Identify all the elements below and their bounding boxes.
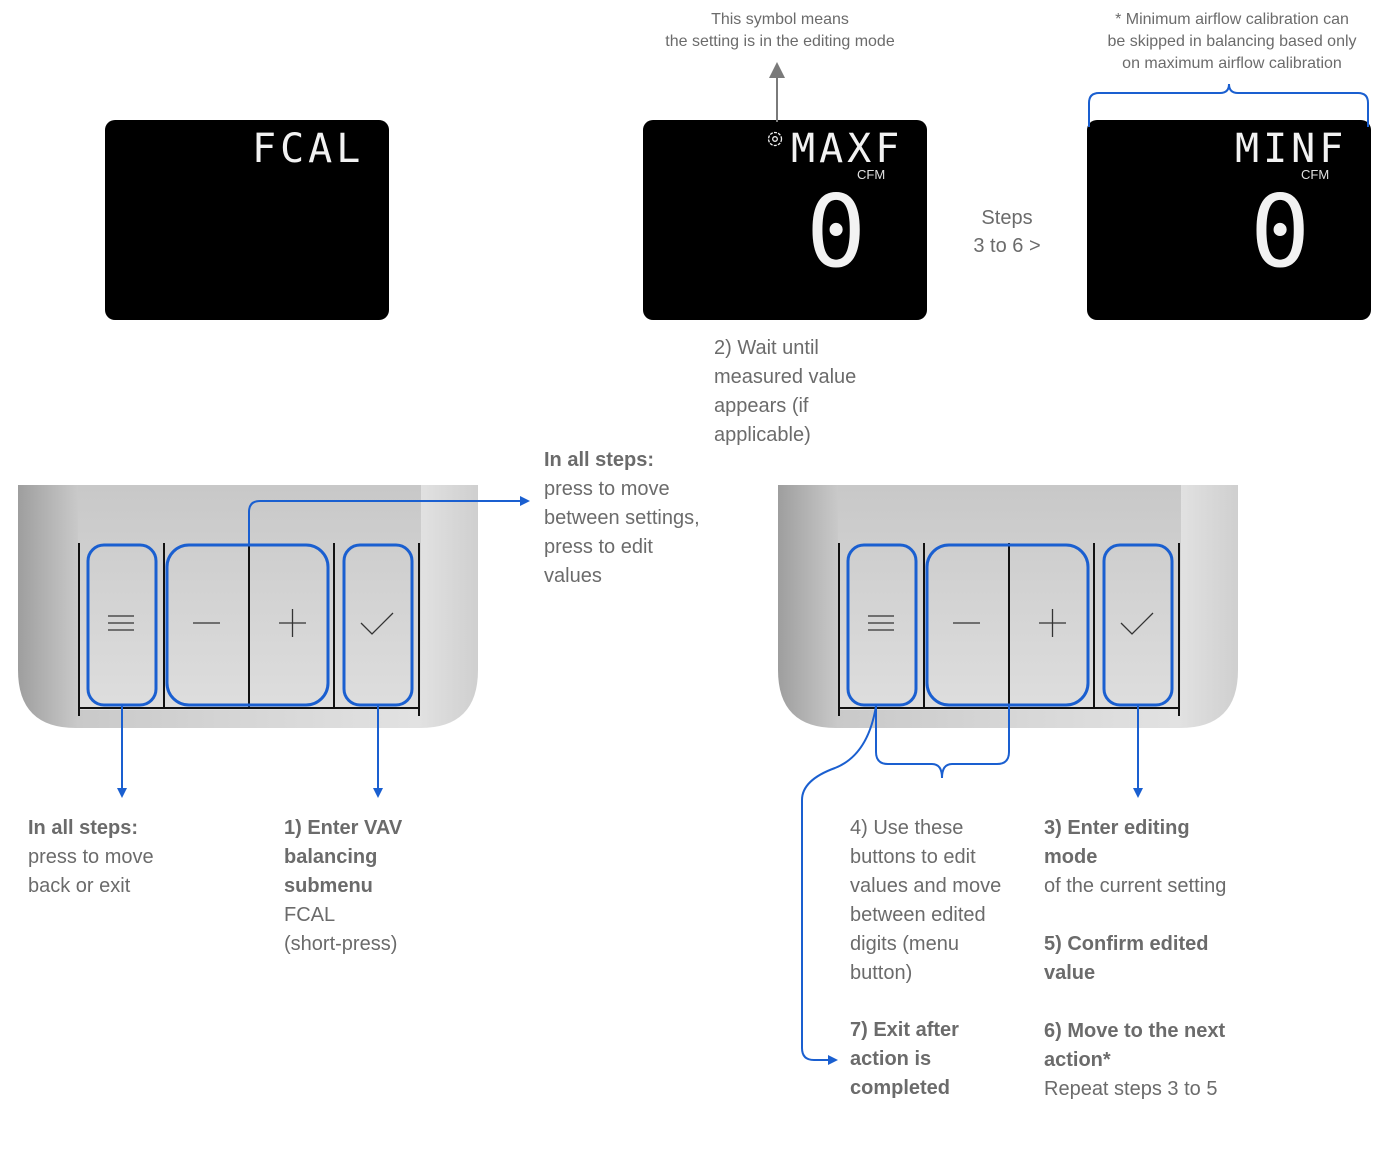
menu-icon bbox=[108, 615, 134, 631]
screen-top-text: MAXF bbox=[791, 126, 904, 172]
check-icon bbox=[360, 612, 394, 635]
wait-note: 2) Wait until measured value appears (if… bbox=[714, 337, 857, 446]
edit-buttons-label: 4) Use these buttons to edit values and … bbox=[850, 817, 1002, 984]
value-readout: 0 bbox=[1250, 173, 1311, 290]
screen-top-text: FCAL bbox=[252, 126, 365, 172]
right-device bbox=[778, 485, 1238, 728]
confirm-button-label: 1) Enter VAV balancing submenu FCAL (sho… bbox=[284, 817, 403, 955]
edit-buttons-bracket bbox=[875, 706, 1010, 779]
check-icon bbox=[1120, 612, 1154, 635]
steps-between-note: Steps 3 to 6 > bbox=[973, 207, 1041, 257]
move-between-arrow bbox=[248, 496, 530, 545]
value-readout: 0 bbox=[806, 173, 867, 290]
confirm-button[interactable] bbox=[342, 543, 414, 707]
min-airflow-bracket bbox=[1088, 83, 1369, 127]
menu-button-label: In all steps: press to move back or exit bbox=[28, 817, 154, 897]
exit-label: 7) Exit after action is completed bbox=[850, 1019, 959, 1099]
unit-label: CFM bbox=[857, 167, 886, 182]
edit-symbol-note: This symbol means the setting is in the … bbox=[665, 11, 895, 50]
exit-arrow bbox=[801, 705, 877, 1065]
min-airflow-note: * Minimum airflow calibration can be ski… bbox=[1107, 11, 1357, 72]
plus-icon bbox=[279, 609, 306, 637]
screen-maxf: MAXF CFM 0 bbox=[643, 120, 927, 320]
plus-icon bbox=[1039, 609, 1066, 637]
menu-button[interactable] bbox=[86, 543, 158, 707]
menu-button[interactable] bbox=[846, 543, 918, 707]
menu-icon bbox=[868, 615, 894, 631]
minus-plus-buttons[interactable] bbox=[925, 543, 1090, 707]
edit-symbol-arrowhead bbox=[769, 62, 785, 78]
confirm-button[interactable] bbox=[1102, 543, 1174, 707]
confirm-steps-label: 3) Enter editing mode of the current set… bbox=[1044, 817, 1227, 1100]
screen-fcal: FCAL bbox=[105, 120, 389, 320]
screen-top-text: MINF bbox=[1235, 126, 1348, 172]
minus-plus-buttons[interactable] bbox=[165, 543, 330, 707]
gear-icon bbox=[766, 130, 784, 148]
unit-label: CFM bbox=[1301, 167, 1330, 182]
screen-minf: MINF CFM 0 bbox=[1087, 120, 1371, 320]
move-between-label: In all steps: press to move between sett… bbox=[544, 449, 700, 587]
